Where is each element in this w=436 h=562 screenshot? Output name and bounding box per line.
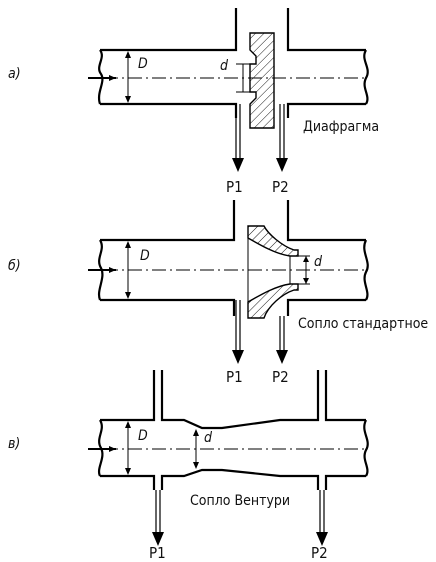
- tap-label-p1: P1: [226, 368, 243, 386]
- panel-letter: в): [8, 436, 20, 452]
- panel-letter: б): [8, 258, 21, 274]
- nozzle-lower: [247, 283, 299, 319]
- pipe-wall-bottom: [100, 468, 366, 490]
- pipe-wall-top: [100, 8, 366, 52]
- device-name: Диафрагма: [303, 119, 379, 135]
- pipe-break-right: [363, 419, 369, 477]
- diameter-label: D: [140, 248, 150, 264]
- tap-label-p2: P2: [272, 368, 289, 386]
- device-name: Сопло Вентури: [190, 493, 290, 509]
- panel-diaphragm: а) D d P1 P2 Диафрагма: [8, 8, 379, 196]
- tap-p2: [279, 104, 285, 162]
- throat-label: d: [204, 430, 213, 446]
- pipe-break-right: [363, 49, 369, 105]
- orifice-plate: [249, 32, 275, 129]
- pipe-wall-bottom: [100, 298, 366, 316]
- tap-label-p2: P2: [272, 178, 289, 196]
- device-name: Сопло стандартное: [298, 316, 428, 332]
- tap-p2: [279, 316, 285, 354]
- panel-letter: а): [8, 66, 21, 82]
- diameter-label: D: [138, 428, 148, 444]
- tap-label-p2: P2: [311, 544, 328, 562]
- nozzle-upper: [247, 225, 299, 257]
- tap-label-p1: P1: [149, 544, 166, 562]
- tap-p1: [155, 490, 161, 536]
- throat-label: d: [220, 58, 229, 74]
- tap-p1: [235, 104, 241, 162]
- tap-p1: [235, 300, 241, 354]
- panel-standard-nozzle: б) D d P1 P2 Сопло стандартное: [8, 200, 428, 386]
- tap-p2: [319, 490, 325, 536]
- throat-label: d: [314, 254, 323, 270]
- diameter-label: D: [138, 56, 148, 72]
- pipe-break-left: [97, 49, 104, 105]
- pipe-wall-top: [100, 370, 366, 430]
- pipe-break-left: [97, 239, 104, 301]
- pipe-wall-top: [100, 200, 366, 242]
- tap-label-p1: P1: [226, 178, 243, 196]
- pipe-wall-bottom: [100, 102, 366, 118]
- pipe-break-right: [363, 239, 369, 301]
- panel-venturi-nozzle: в) D d P1 P2 Сопло Вентури: [8, 370, 369, 562]
